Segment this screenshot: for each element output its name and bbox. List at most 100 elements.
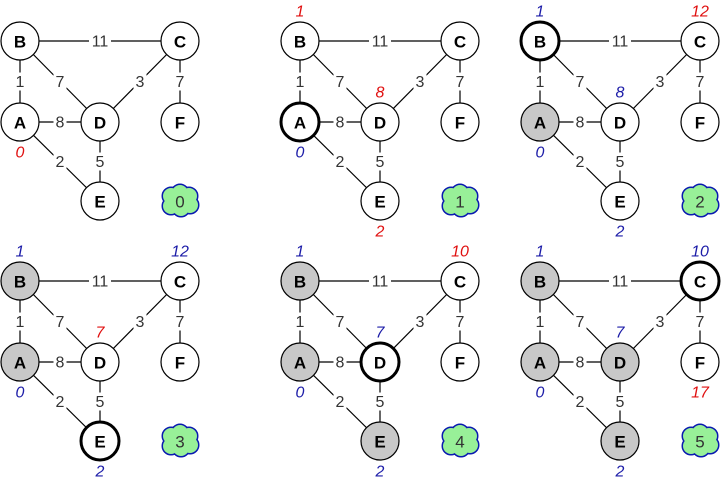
node-B-visited <box>280 261 320 301</box>
edge-weight-A-E: 2 <box>56 394 65 411</box>
edge-weight-background <box>333 72 347 91</box>
node-label-B: B <box>534 33 546 52</box>
node-A-current <box>279 101 321 143</box>
edge-weight-background <box>693 312 707 331</box>
distance-label-B: 1 <box>536 244 545 261</box>
edge-weight-background <box>653 312 667 331</box>
edge-weight-B-A: 1 <box>536 314 545 331</box>
distance-label-D: 7 <box>376 325 386 342</box>
edge-weight-C-D: 3 <box>136 314 145 331</box>
node-D-visited <box>600 342 640 382</box>
edge-weight-B-D: 7 <box>576 74 585 91</box>
edge-weight-background <box>573 312 587 331</box>
edge-weight-A-D: 8 <box>56 355 65 372</box>
edge-weight-background <box>573 113 587 131</box>
edge-weight-C-D: 3 <box>136 74 145 91</box>
node-A-visited <box>280 342 320 382</box>
node-B-visited <box>520 261 560 301</box>
node-E <box>600 181 640 221</box>
node-label-C: C <box>174 273 186 292</box>
node-label-A: A <box>14 354 26 373</box>
edge-weight-background <box>413 72 427 91</box>
node-D <box>600 102 640 142</box>
edge-weight-background <box>573 152 587 171</box>
node-label-B: B <box>294 273 306 292</box>
distance-label-C: 12 <box>691 4 709 21</box>
distance-label-C: 10 <box>691 244 709 261</box>
edge-weight-background <box>89 32 111 50</box>
distance-label-A: 0 <box>16 385 25 402</box>
node-label-C: C <box>694 33 706 52</box>
node-F <box>160 342 200 382</box>
edge-weight-D-E: 5 <box>616 154 625 171</box>
step-cloud-icon: 1 <box>441 183 480 218</box>
edge-weight-background <box>453 72 467 91</box>
node-label-C: C <box>694 273 706 292</box>
node-B-current <box>519 20 561 62</box>
edge-weight-D-E: 5 <box>616 394 625 411</box>
distance-label-C: 12 <box>171 244 189 261</box>
step-number: 5 <box>695 433 704 452</box>
edge-weight-background <box>333 312 347 331</box>
node-C <box>160 261 200 301</box>
node-label-A: A <box>14 114 26 133</box>
edge-weight-background <box>53 113 67 131</box>
node-C <box>440 21 480 61</box>
distance-label-E: 2 <box>95 464 105 481</box>
edge-weight-background <box>53 353 67 371</box>
edge-weight-C-F: 7 <box>456 74 465 91</box>
node-label-B: B <box>14 33 26 52</box>
distance-label-B: 1 <box>16 244 25 261</box>
edge-weight-A-D: 8 <box>576 115 585 132</box>
edge-weight-C-F: 7 <box>696 314 705 331</box>
edge-weight-background <box>413 312 427 331</box>
edge-weight-A-E: 2 <box>56 154 65 171</box>
edge-weight-background <box>13 312 27 331</box>
node-label-F: F <box>455 114 465 133</box>
edge-weight-background <box>333 113 347 131</box>
distance-label-A: 0 <box>296 145 305 162</box>
edge-weight-background <box>293 72 307 91</box>
node-label-A: A <box>534 114 546 133</box>
node-label-A: A <box>294 114 306 133</box>
distance-label-D: 8 <box>616 85 625 102</box>
edge-weight-C-D: 3 <box>416 314 425 331</box>
step-cloud-icon: 2 <box>681 183 720 218</box>
step-number: 3 <box>175 433 184 452</box>
edge-weight-background <box>333 392 347 411</box>
node-label-E: E <box>374 433 385 452</box>
distance-label-B: 1 <box>536 4 545 21</box>
edge-weight-B-A: 1 <box>296 74 305 91</box>
edge-weight-background <box>133 312 147 331</box>
node-label-D: D <box>94 354 106 373</box>
edge-weight-background <box>53 72 67 91</box>
node-E <box>80 181 120 221</box>
node-label-E: E <box>94 193 105 212</box>
node-E-current <box>79 420 121 462</box>
cloud-fill <box>450 191 470 211</box>
step-number: 0 <box>175 193 184 212</box>
step-cloud-icon: 4 <box>441 423 480 458</box>
edge-weight-B-C: 11 <box>372 34 389 51</box>
node-label-E: E <box>614 193 625 212</box>
node-label-F: F <box>175 114 185 133</box>
edge-weight-background <box>613 152 627 171</box>
distance-label-B: 1 <box>296 4 305 21</box>
edge-weight-background <box>53 312 67 331</box>
edge-weight-A-D: 8 <box>336 115 345 132</box>
edge-weight-background <box>89 272 111 290</box>
edge-weight-B-A: 1 <box>296 314 305 331</box>
node-B-visited <box>0 261 40 301</box>
node-A-visited <box>520 342 560 382</box>
node-B <box>0 21 40 61</box>
edge-weight-A-D: 8 <box>576 355 585 372</box>
edge-weight-background <box>369 272 391 290</box>
edge-weight-B-C: 11 <box>372 274 389 291</box>
edge-weight-background <box>93 392 107 411</box>
